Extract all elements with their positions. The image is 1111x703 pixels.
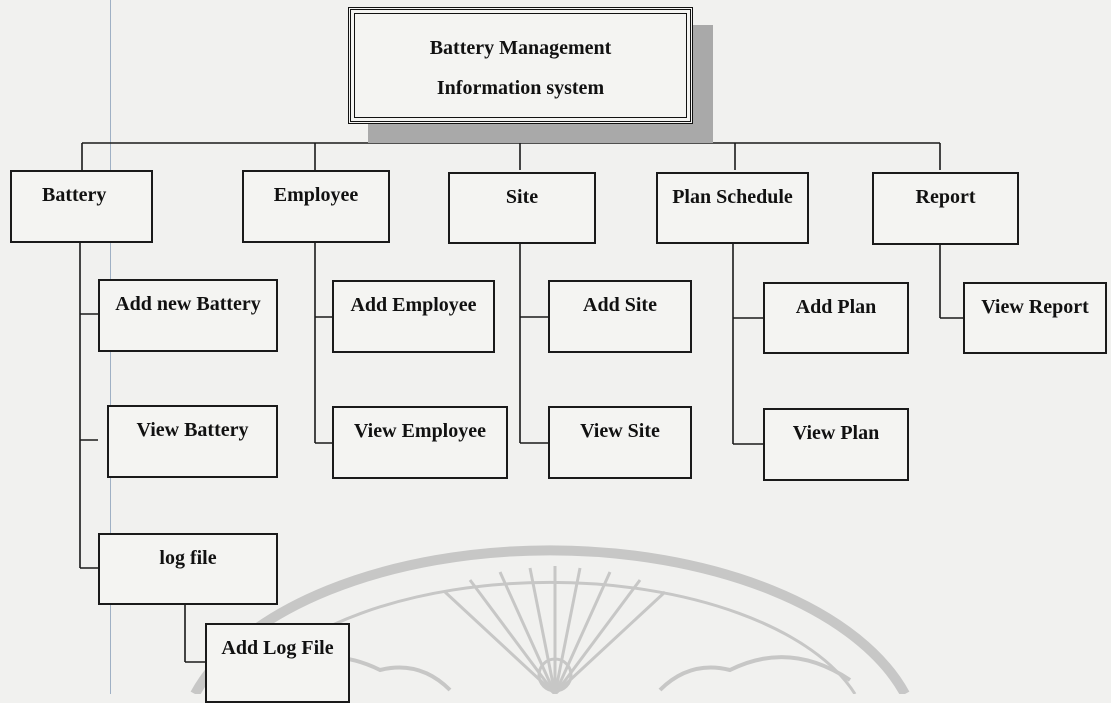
node-employee: Employee	[242, 170, 390, 243]
root-node: Battery Management Information system	[348, 7, 693, 124]
node-add-new-battery: Add new Battery	[98, 279, 278, 352]
node-view-site: View Site	[548, 406, 692, 479]
node-report-label: Report	[915, 186, 976, 208]
node-view-employee-label: View Employee	[353, 420, 486, 442]
node-report: Report	[872, 172, 1019, 245]
node-plan-schedule-label: Plan Schedule	[672, 186, 793, 208]
node-add-log-file: Add Log File	[205, 623, 350, 703]
node-view-battery-label: View Battery	[136, 419, 249, 441]
node-add-site: Add Site	[548, 280, 692, 353]
root-title-line1: Battery Management	[429, 37, 612, 59]
node-view-report: View Report	[963, 282, 1107, 354]
node-add-plan: Add Plan	[763, 282, 909, 354]
node-add-site-label: Add Site	[583, 294, 657, 316]
node-employee-label: Employee	[273, 184, 359, 206]
root-title-line2: Information system	[436, 77, 605, 99]
node-view-plan: View Plan	[763, 408, 909, 481]
node-view-plan-label: View Plan	[792, 422, 880, 444]
node-log-file-label: log file	[159, 547, 217, 569]
node-plan-schedule: Plan Schedule	[656, 172, 809, 244]
node-battery-label: Battery	[42, 184, 107, 206]
node-view-report-label: View Report	[981, 296, 1089, 318]
node-add-employee: Add Employee	[332, 280, 495, 353]
node-view-battery: View Battery	[107, 405, 278, 478]
node-add-log-file-label: Add Log File	[221, 637, 334, 659]
node-view-site-label: View Site	[580, 420, 660, 442]
node-add-new-battery-label: Add new Battery	[115, 293, 261, 315]
node-add-employee-label: Add Employee	[350, 294, 477, 316]
node-site-label: Site	[505, 186, 539, 208]
node-site: Site	[448, 172, 596, 244]
node-add-plan-label: Add Plan	[795, 296, 877, 318]
node-view-employee: View Employee	[332, 406, 508, 479]
node-log-file: log file	[98, 533, 278, 605]
node-battery: Battery	[10, 170, 153, 243]
